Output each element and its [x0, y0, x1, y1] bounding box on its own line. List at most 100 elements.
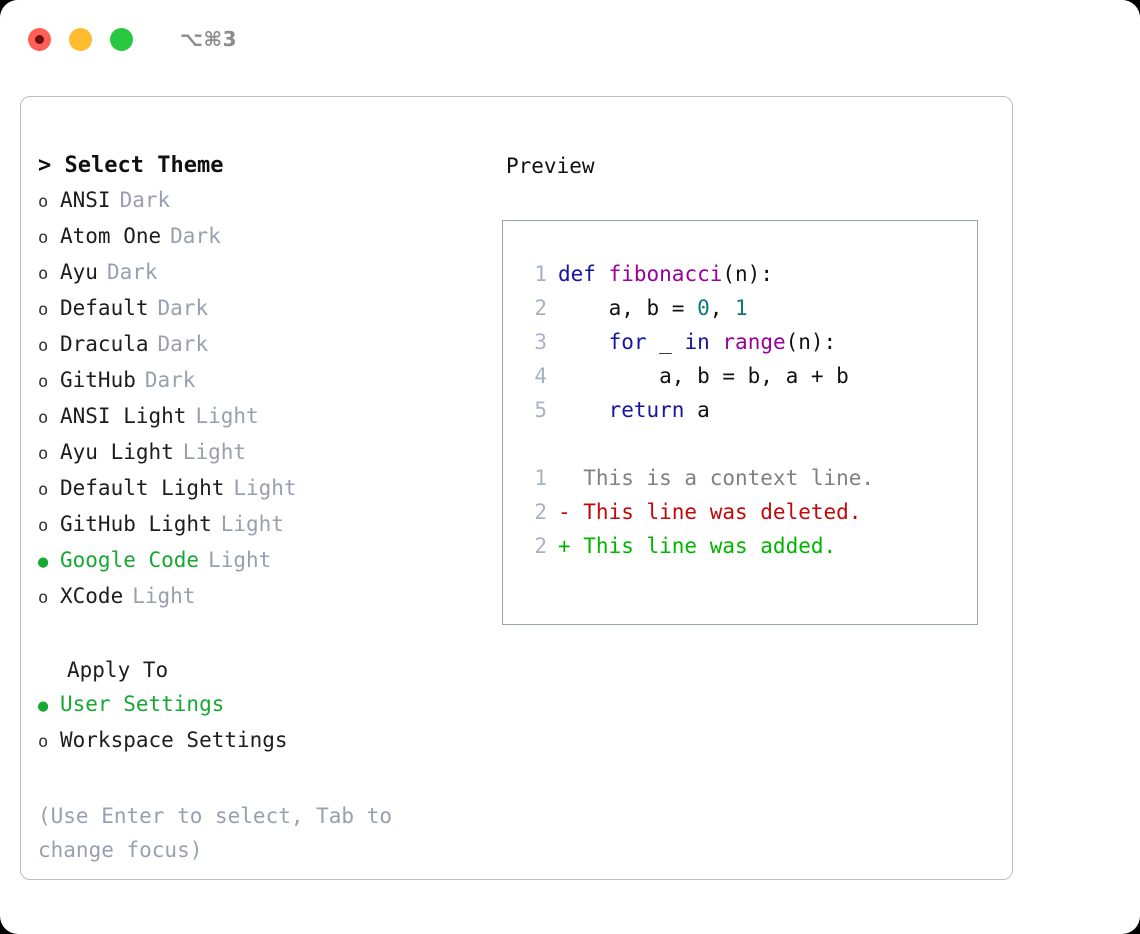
theme-option-label: ANSI [60, 188, 111, 212]
theme-option-ansi[interactable]: o ANSI Dark [38, 183, 501, 219]
apply-to-option-label: User Settings [60, 692, 225, 716]
line-number: 2 [534, 534, 547, 558]
diff-sample: 1 This is a context line. 2 - This line wa… [517, 461, 977, 563]
keyboard-shortcut-label: ⌥⌘3 [180, 27, 238, 51]
minimize-window-icon[interactable] [69, 27, 92, 51]
theme-option-github[interactable]: o GitHub Dark [38, 363, 501, 399]
radio-unselected-icon: o [38, 264, 49, 284]
theme-variant-badge: Dark [170, 224, 221, 248]
line-number: 4 [534, 364, 547, 388]
select-theme-heading-label: Select Theme [64, 153, 224, 178]
theme-option-ayu-light[interactable]: o Ayu Light Light [38, 435, 501, 471]
theme-option-label: Atom One [60, 224, 162, 248]
title-bar: ⌥⌘3 [0, 0, 1140, 78]
radio-unselected-icon: o [38, 516, 49, 536]
theme-variant-badge: Light [220, 512, 284, 536]
theme-variant-badge: Light [132, 584, 196, 608]
diff-line-text: + This line was added. [558, 534, 837, 558]
code-line: 2 a, b = 0, 1 [517, 291, 977, 325]
theme-option-label: GitHub [60, 368, 136, 392]
code-token-plain: , [709, 296, 736, 320]
keyboard-hint-text: (Use Enter to select, Tab to change focu… [38, 804, 405, 862]
radio-unselected-icon: o [38, 480, 49, 500]
theme-option-github-light[interactable]: o GitHub Light Light [38, 507, 501, 543]
line-number: 1 [534, 262, 547, 286]
theme-variant-badge: Light [182, 440, 247, 464]
theme-option-label: Ayu Light [60, 440, 174, 464]
code-line-text: for _ in range(n): [558, 325, 837, 359]
radio-selected-icon: ● [38, 696, 49, 716]
apply-to-heading: Apply To [67, 658, 169, 682]
theme-variant-badge: Dark [106, 260, 158, 284]
code-line: 1 def fibonacci(n): [517, 257, 977, 291]
preview-heading: Preview [506, 154, 595, 178]
code-token-kw: return [608, 398, 685, 422]
line-number: 2 [534, 500, 547, 524]
code-token-plain: _ [646, 330, 685, 354]
line-number: 5 [534, 398, 547, 422]
radio-unselected-icon: o [38, 336, 49, 356]
theme-variant-badge: Dark [119, 188, 171, 212]
theme-option-default[interactable]: o Default Dark [38, 291, 501, 327]
theme-option-ansi-light[interactable]: o ANSI Light Light [38, 399, 501, 435]
code-token-plain: a [684, 398, 710, 422]
code-token-kw: def [558, 262, 596, 286]
code-token-num: 0 [697, 296, 710, 320]
select-theme-heading: > Select Theme [38, 149, 501, 183]
maximize-window-icon[interactable] [110, 27, 133, 51]
theme-variant-badge: Dark [157, 332, 209, 356]
traffic-lights [28, 27, 133, 51]
code-token-plain [710, 330, 723, 354]
theme-option-label: GitHub Light [60, 512, 212, 536]
theme-option-label: XCode [60, 584, 124, 608]
diff-line-ctx: 1 This is a context line. [517, 461, 977, 495]
theme-option-label: Google Code [60, 548, 200, 572]
theme-option-label: Default [60, 296, 149, 320]
code-line-text: def fibonacci(n): [558, 257, 773, 291]
theme-variant-badge: Light [233, 476, 297, 500]
radio-unselected-icon: o [38, 408, 49, 428]
radio-unselected-icon: o [38, 732, 49, 752]
theme-variant-badge: Dark [144, 368, 196, 392]
code-token-plain: a, b = [558, 296, 698, 320]
prompt-caret-icon: > [38, 153, 52, 178]
line-number: 2 [534, 296, 547, 320]
apply-to-option-workspace-settings[interactable]: o Workspace Settings [38, 723, 501, 759]
code-token-kw: for [608, 330, 647, 354]
radio-unselected-icon: o [38, 300, 49, 320]
theme-variant-badge: Light [195, 404, 259, 428]
radio-unselected-icon: o [38, 228, 49, 248]
theme-option-dracula[interactable]: o Dracula Dark [38, 327, 501, 363]
code-line: 4 a, b = b, a + b [517, 359, 977, 393]
close-dot-icon [35, 34, 44, 44]
section-spacer [38, 615, 501, 653]
radio-unselected-icon: o [38, 444, 49, 464]
theme-variant-badge: Dark [157, 296, 209, 320]
theme-option-label: ANSI Light [60, 404, 187, 428]
code-line-text: a, b = 0, 1 [558, 291, 748, 325]
close-window-icon[interactable] [28, 27, 51, 51]
apply-to-option-user-settings[interactable]: ● User Settings [38, 687, 501, 723]
code-line-text: a, b = b, a + b [558, 359, 849, 393]
theme-option-label: Dracula [60, 332, 149, 356]
diff-line-del: 2 - This line was deleted. [517, 495, 977, 529]
radio-unselected-icon: o [38, 192, 49, 212]
radio-unselected-icon: o [38, 372, 49, 392]
code-token-kw: in [684, 330, 710, 354]
diff-line-text: This is a context line. [558, 466, 875, 490]
diff-line-text: - This line was deleted. [558, 500, 862, 524]
line-number: 1 [534, 466, 547, 490]
theme-option-atom-one[interactable]: o Atom One Dark [38, 219, 501, 255]
code-token-fn: range [722, 330, 786, 354]
code-token-num: 1 [735, 296, 748, 320]
apply-to-option-label: Workspace Settings [60, 728, 288, 752]
